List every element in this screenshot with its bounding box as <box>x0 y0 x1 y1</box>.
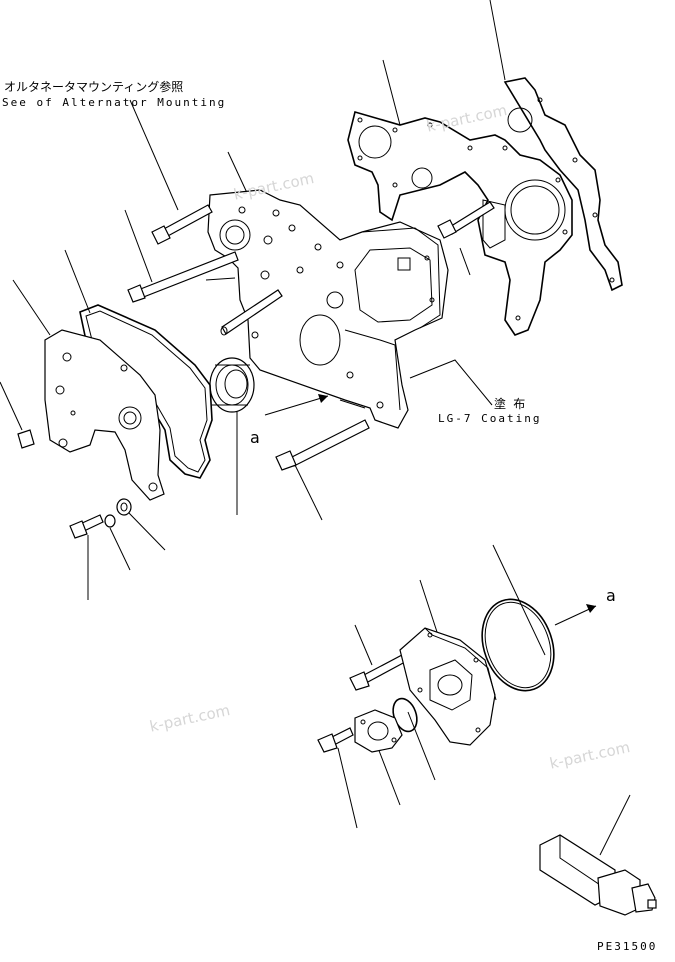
alternator-note-jp: オルタネータマウンティング参照 <box>4 80 184 94</box>
leader-collar <box>127 511 166 551</box>
leader-cover-bolt <box>124 209 153 283</box>
reference-arrows <box>264 394 597 626</box>
leader-gasket-right <box>489 0 506 81</box>
leader-seal-gasket <box>64 249 91 314</box>
reference-mark-a-lower: a <box>606 586 616 605</box>
pump-cover <box>399 627 497 746</box>
tool <box>539 834 657 916</box>
flange <box>354 709 403 753</box>
leader-lines <box>0 0 631 856</box>
coating-note-jp: 塗 布 <box>494 397 526 411</box>
leader-flange-bolt <box>337 747 358 829</box>
leader-alternator-bolt <box>129 99 179 211</box>
cover-plate <box>44 329 165 501</box>
leader-o-ring-small <box>407 711 436 781</box>
bolts <box>17 201 495 753</box>
leader-tool <box>599 794 631 856</box>
leader-gasket-left <box>382 59 401 126</box>
large-o-ring <box>481 598 555 692</box>
alternator-note-en: See of Alternator Mounting <box>2 96 227 109</box>
leader-washer <box>109 527 131 571</box>
leader-long-bolt <box>294 464 323 521</box>
leader-bolt-left <box>0 381 23 431</box>
coating-note-en: LG-7 Coating <box>438 412 542 425</box>
leader-pump-cover <box>419 579 439 636</box>
rear-gasket <box>347 77 623 336</box>
leader-flange <box>377 747 401 806</box>
oil-seal <box>209 357 255 413</box>
dowel-pin <box>220 289 283 336</box>
reference-mark-a-upper: a <box>250 428 260 447</box>
leader-coating <box>409 359 493 406</box>
drawing-code: PE31500 <box>597 940 658 953</box>
leader-front-cover <box>227 151 249 196</box>
gear-housing <box>207 189 449 429</box>
leader-dowel <box>205 277 236 281</box>
leader-housing-bolt <box>459 247 471 276</box>
leader-pump-bolt <box>354 624 373 666</box>
leader-cover-plate <box>12 279 51 336</box>
